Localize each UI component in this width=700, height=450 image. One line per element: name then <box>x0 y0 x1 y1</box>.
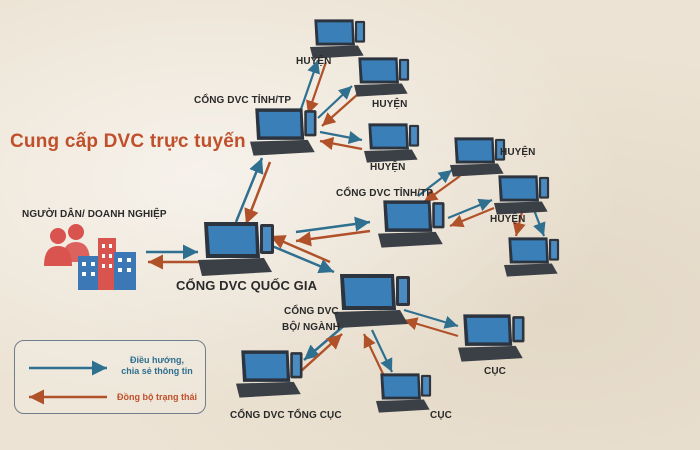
laptop-icon <box>310 19 366 59</box>
label-citizen: NGƯỜI DÂN/ DOANH NGHIỆP <box>22 209 167 220</box>
label-district-4: HUYỆN <box>500 147 536 158</box>
laptop-icon <box>250 108 317 156</box>
laptop-icon <box>450 137 506 177</box>
legend-blue-line1: Điều hướng, <box>130 355 184 365</box>
laptop-icon <box>494 175 550 215</box>
label-district-5: HUYỆN <box>490 214 526 225</box>
laptop-icon <box>376 373 432 413</box>
label-province-mid: CỔNG DVC TỈNH/TP <box>336 188 434 199</box>
laptop-icon <box>378 200 445 248</box>
laptop-icon <box>236 350 303 398</box>
label-province-top: CỔNG DVC TỈNH/TP <box>194 95 292 106</box>
laptop-icon <box>198 222 274 276</box>
arrow-province-top-to-national <box>244 161 272 225</box>
laptop-icon <box>334 274 410 328</box>
label-ministry-line1: CỔNG DVC <box>284 306 339 317</box>
laptop-icon <box>364 123 420 163</box>
legend-orange: Đồng bộ trạng thái <box>117 392 197 402</box>
label-dept-2: CỤC <box>430 410 452 421</box>
people-buildings-icon <box>44 224 136 290</box>
laptop-icon <box>354 57 410 97</box>
label-ministry-line2: BỘ/ NGÀNH <box>282 322 341 333</box>
diagram-title: Cung cấp DVC trực tuyến <box>10 131 246 152</box>
legend-blue-line2: chia sẻ thông tin <box>121 366 193 376</box>
legend: Điều hướng, chia sẻ thông tin Đồng bộ tr… <box>14 340 206 414</box>
laptop-icon <box>504 237 560 277</box>
laptop-icon <box>458 314 525 362</box>
label-district-2: HUYỆN <box>372 99 408 110</box>
label-district-1: HUYỆN <box>296 56 332 67</box>
label-district-3: HUYỆN <box>370 162 406 173</box>
legend-arrows <box>29 360 107 405</box>
label-general-dept: CỔNG DVC TỔNG CỤC <box>230 410 342 421</box>
label-dept-1: CỤC <box>484 366 506 377</box>
label-national: CỔNG DVC QUỐC GIA <box>176 278 318 293</box>
arrow-national-to-province-top <box>234 157 264 223</box>
